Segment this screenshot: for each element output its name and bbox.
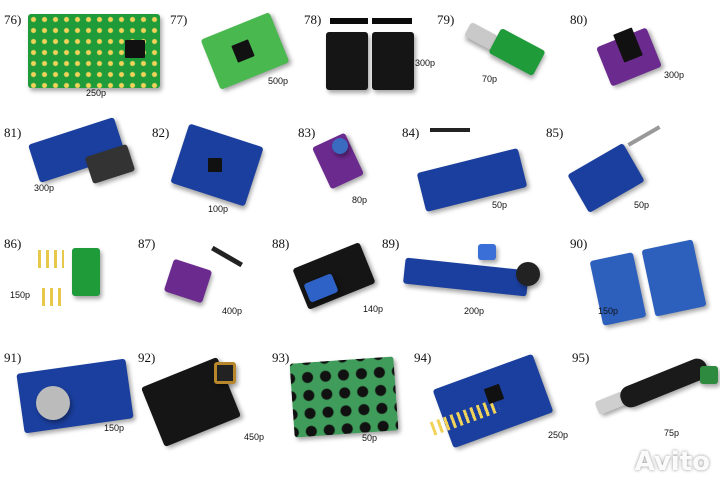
relay-board-image xyxy=(292,242,376,310)
item-price: 50p xyxy=(492,200,508,210)
item-price: 200p xyxy=(464,306,485,316)
terminal-block-image xyxy=(700,366,718,384)
item-price: 250p xyxy=(86,88,107,98)
pin-header-image xyxy=(372,18,412,24)
item-number: 95) xyxy=(572,350,590,365)
usb-adapter-board-image xyxy=(488,27,546,77)
item-number: 89) xyxy=(382,236,400,251)
item-number: 88) xyxy=(272,236,290,251)
item-price: 400p xyxy=(222,306,243,316)
potentiometer-image xyxy=(478,244,496,260)
pin-header-image xyxy=(627,125,661,147)
item-number: 82) xyxy=(152,125,170,140)
item-price: 100p xyxy=(208,204,229,214)
pin-header-image xyxy=(38,250,64,268)
module-board-image xyxy=(372,32,414,90)
item-number: 81) xyxy=(4,125,22,140)
item-price: 150p xyxy=(10,290,31,300)
item-price: 80p xyxy=(352,195,368,205)
item-number: 83) xyxy=(298,125,316,140)
item-number: 80) xyxy=(570,12,588,27)
item-number: 91) xyxy=(4,350,22,365)
item-price: 450p xyxy=(244,432,265,442)
item-number: 92) xyxy=(138,350,156,365)
item-number: 90) xyxy=(570,236,588,251)
item-number: 79) xyxy=(437,12,455,27)
ic-chip xyxy=(125,40,145,58)
item-price: 140p xyxy=(363,304,384,314)
item-price: 150p xyxy=(104,423,125,433)
item-price: 250p xyxy=(548,430,569,440)
item-price: 50p xyxy=(634,200,650,210)
keypad-board-image xyxy=(289,356,399,438)
item-number: 78) xyxy=(304,12,322,27)
pin-header-image xyxy=(211,245,243,268)
pin-header-image xyxy=(330,18,368,24)
bluetooth-module-image xyxy=(641,239,707,317)
item-number: 85) xyxy=(546,125,564,140)
item-number: 86) xyxy=(4,236,22,251)
item-price: 300p xyxy=(415,58,436,68)
item-price: 75p xyxy=(664,428,680,438)
item-price: 300p xyxy=(664,70,685,80)
item-number: 76) xyxy=(4,12,22,27)
battery-holder-image xyxy=(36,386,70,420)
usb-adapter-body-image xyxy=(617,355,711,411)
item-number: 84) xyxy=(402,125,420,140)
buzzer-image xyxy=(516,262,540,286)
sensor-board-image xyxy=(72,248,100,296)
regulator-board-image xyxy=(416,148,528,212)
pin-header-image xyxy=(42,288,64,306)
item-price: 300p xyxy=(34,183,55,193)
knob-image xyxy=(332,138,348,154)
module-board-image xyxy=(326,32,368,90)
item-number: 94) xyxy=(414,350,432,365)
camera-lens-image xyxy=(214,362,236,384)
item-price: 70p xyxy=(482,74,498,84)
ic-chip xyxy=(208,158,222,172)
item-price: 150p xyxy=(598,306,619,316)
item-price: 50p xyxy=(362,433,378,443)
pin-header-image xyxy=(430,128,470,132)
item-price: 500p xyxy=(268,76,289,86)
sensor-board-image xyxy=(402,257,530,297)
watermark-logo: Avito xyxy=(634,447,710,477)
item-number: 87) xyxy=(138,236,156,251)
sensor-board-image xyxy=(163,258,213,304)
item-number: 77) xyxy=(170,12,188,27)
item-number: 93) xyxy=(272,350,290,365)
